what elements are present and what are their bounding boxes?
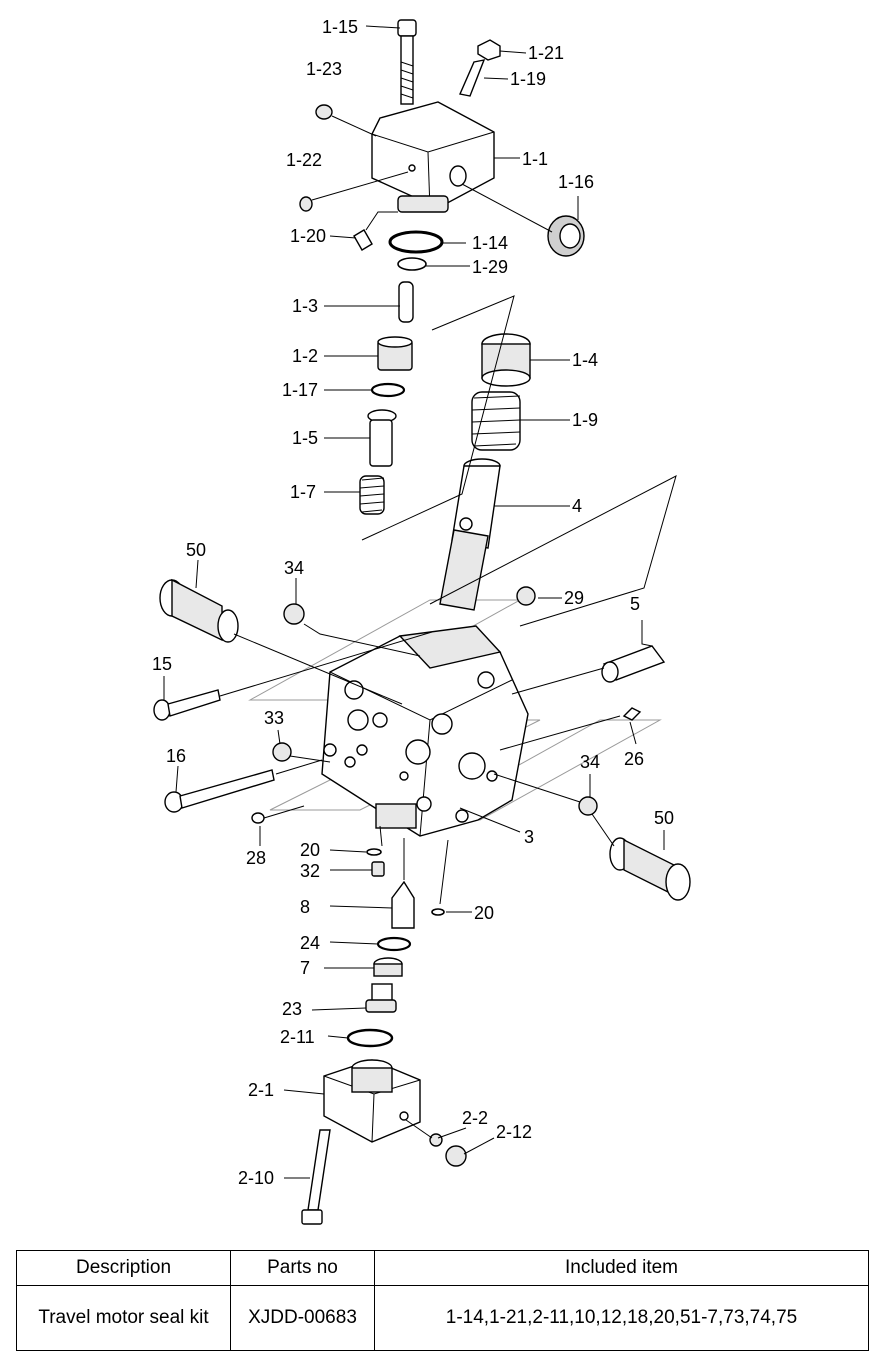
callout-28: 28 (246, 848, 266, 868)
callout-4: 4 (572, 496, 582, 516)
part-2-11-o-ring (346, 1028, 394, 1048)
callout-1-5: 1-5 (292, 428, 318, 448)
part-23-plug (365, 983, 397, 1013)
callout-23: 23 (282, 999, 302, 1019)
part-15-bolt (153, 689, 221, 721)
part-1-19-stud (459, 59, 486, 97)
callout-8: 8 (300, 897, 310, 917)
cell-included-item: 1-14,1-21,2-11,10,12,18,20,51-7,73,74,75 (374, 1285, 869, 1351)
part-20-ring-b (431, 908, 445, 916)
part-2-10-bolt (301, 1129, 331, 1225)
part-1-20-pin (353, 229, 373, 251)
callout-7: 7 (300, 958, 310, 978)
header-parts-no: Parts no (230, 1250, 375, 1286)
callout-24: 24 (300, 933, 320, 953)
part-2-12-plug (445, 1145, 467, 1167)
part-2-1-cover (323, 1059, 421, 1143)
callout-1-16: 1-16 (558, 172, 594, 192)
table-row: Travel motor seal kit XJDD-00683 1-14,1-… (16, 1285, 869, 1351)
callout-1-4: 1-4 (572, 350, 598, 370)
callout-1-17: 1-17 (282, 380, 318, 400)
callout-1-15: 1-15 (322, 17, 358, 37)
part-1-17-ring (370, 382, 406, 398)
callout-2-2: 2-2 (462, 1108, 488, 1128)
header-included-item: Included item (374, 1250, 869, 1286)
callout-1-20: 1-20 (290, 226, 326, 246)
part-20-ring-a (366, 848, 382, 856)
callout-3: 3 (524, 827, 534, 847)
exploded-parts-diagram: 1-15 1-21 1-19 1-23 1-1 1-22 1-16 1-20 1… (152, 17, 691, 1225)
callout-1-29: 1-29 (472, 257, 508, 277)
part-1-9-spring (471, 391, 521, 451)
part-1-4-sleeve (481, 333, 531, 387)
callout-2-1: 2-1 (248, 1080, 274, 1100)
callout-20-left: 20 (300, 840, 320, 860)
part-50-fitting-left (159, 578, 239, 643)
part-1-14-o-ring (388, 230, 444, 254)
part-34-plug-top (283, 603, 305, 625)
callout-33: 33 (264, 708, 284, 728)
part-1-15-bolt (397, 19, 417, 105)
callout-1-1: 1-1 (522, 149, 548, 169)
callout-34-right: 34 (580, 752, 600, 772)
callout-32: 32 (300, 861, 320, 881)
callout-1-19: 1-19 (510, 69, 546, 89)
callout-1-9: 1-9 (572, 410, 598, 430)
callout-15: 15 (152, 654, 172, 674)
callout-1-7: 1-7 (290, 482, 316, 502)
part-1-7-spring (359, 475, 385, 515)
callout-29: 29 (564, 588, 584, 608)
part-33-plug (272, 742, 292, 762)
part-3-main-body (321, 625, 529, 837)
part-7-seat (373, 957, 403, 977)
leaders-middle (163, 559, 665, 913)
callout-labels: 1-15 1-21 1-19 1-23 1-1 1-22 1-16 1-20 1… (152, 17, 674, 1188)
part-1-16-plug (547, 215, 585, 257)
part-34-plug-right (578, 796, 598, 816)
part-28-pin (251, 812, 265, 824)
callout-1-2: 1-2 (292, 346, 318, 366)
part-1-21-nut (477, 39, 501, 61)
part-5-spool (601, 645, 666, 683)
callout-1-21: 1-21 (528, 43, 564, 63)
part-24-ring (376, 936, 412, 952)
callout-1-14: 1-14 (472, 233, 508, 253)
part-1-23-plug (315, 104, 333, 120)
part-16-bolt (164, 769, 275, 813)
part-1-22-plug (299, 196, 313, 212)
callout-50-right: 50 (654, 808, 674, 828)
part-1-29-o-ring (397, 257, 427, 271)
callout-1-22: 1-22 (286, 150, 322, 170)
callout-1-23: 1-23 (306, 59, 342, 79)
callout-2-12: 2-12 (496, 1122, 532, 1142)
callout-34-top: 34 (284, 558, 304, 578)
table-header-row: Description Parts no Included item (16, 1250, 869, 1286)
leaders-top (311, 25, 677, 627)
part-2-2-plug (429, 1133, 443, 1147)
callout-5: 5 (630, 594, 640, 614)
part-1-5-spool (367, 409, 397, 467)
callout-2-10: 2-10 (238, 1168, 274, 1188)
seal-kit-table: Description Parts no Included item Trave… (16, 1250, 869, 1351)
part-26-pin (622, 707, 642, 721)
leaders-bottom (283, 941, 495, 1179)
part-1-3-pin (398, 281, 414, 323)
part-1-2-sleeve (377, 336, 413, 371)
part-32-pin (371, 861, 385, 877)
callout-2-11: 2-11 (280, 1027, 315, 1047)
callout-50-left: 50 (186, 540, 206, 560)
part-50-fitting-right (609, 837, 691, 901)
callout-16: 16 (166, 746, 186, 766)
part-4-piston (439, 458, 501, 611)
cell-parts-no: XJDD-00683 (230, 1285, 375, 1351)
callout-26: 26 (624, 749, 644, 769)
callout-20-right: 20 (474, 903, 494, 923)
part-8-poppet (391, 880, 415, 929)
part-29-plug (516, 586, 536, 606)
cell-description: Travel motor seal kit (16, 1285, 231, 1351)
callout-1-3: 1-3 (292, 296, 318, 316)
part-1-1-valve-block (371, 101, 495, 213)
header-description: Description (16, 1250, 231, 1286)
